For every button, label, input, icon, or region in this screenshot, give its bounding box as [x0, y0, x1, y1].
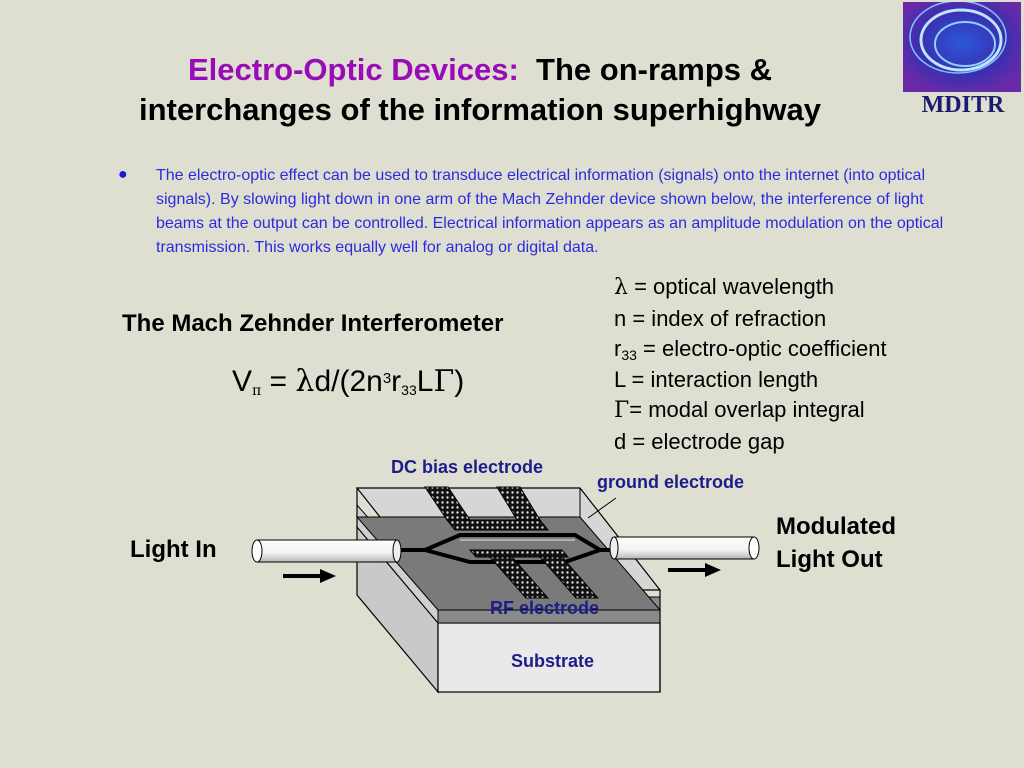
mz-title: The Mach Zehnder Interferometer	[122, 310, 504, 337]
page-title: Electro-Optic Devices: The on-ramps & in…	[60, 50, 900, 130]
lambda-symbol: λ	[614, 275, 628, 300]
output-arrow-icon	[668, 563, 721, 577]
title-line2: interchanges of the information superhig…	[138, 92, 822, 127]
substrate-label: Substrate	[511, 651, 595, 671]
ground-electrode-label: ground electrode	[597, 472, 745, 492]
def-gamma: Γ= modal overlap integral	[614, 397, 865, 423]
input-arrow-icon	[283, 569, 336, 583]
dc-bias-electrode	[424, 486, 550, 531]
bullet-icon: ●	[118, 166, 128, 183]
light-out-label: Modulated Light Out	[776, 513, 896, 573]
v-pi-formula: Vπ = λd/(2n3r33LΓ)	[232, 364, 465, 399]
bullet-paragraph: The electro-optic effect can be used to …	[156, 167, 944, 256]
input-fiber	[251, 539, 402, 563]
def-d: d = electrode gap	[614, 428, 785, 454]
title-rest: The on-ramps &	[536, 52, 772, 87]
title-highlight: Electro-Optic Devices:	[188, 52, 519, 87]
def-r33: r33 = electro-optic coefficient	[614, 336, 887, 363]
rf-electrode-label: RF electrode	[490, 598, 600, 618]
def-lambda: λ = optical wavelength	[614, 274, 835, 300]
light-in-label: Light In	[130, 536, 217, 563]
gamma-symbol: Γ	[614, 398, 630, 423]
mditr-logo-icon	[903, 2, 1021, 124]
output-fiber	[609, 536, 760, 560]
rf-electrode	[468, 549, 600, 599]
logo-text: MDITR	[921, 92, 1005, 118]
def-L: L = interaction length	[614, 366, 819, 392]
definitions-list: λ = optical wavelength n = index of refr…	[614, 272, 887, 457]
dc-bias-label: DC bias electrode	[391, 457, 544, 477]
waveguide	[395, 533, 615, 564]
ground-pointer	[587, 497, 617, 519]
substrate-block	[356, 525, 661, 694]
def-n: n = index of refraction	[614, 305, 827, 331]
